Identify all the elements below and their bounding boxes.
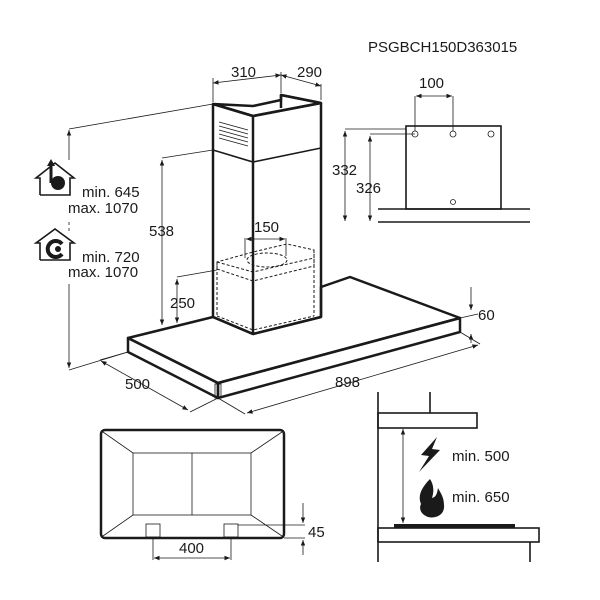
dim-hood-thickness: 60	[478, 307, 495, 324]
recirculation-max: max. 1070	[68, 264, 138, 281]
vent-grille	[218, 121, 249, 147]
house-recirculation-icon	[33, 228, 77, 261]
house-extraction-icon	[33, 159, 77, 196]
dim-filter-spacing: 400	[179, 540, 204, 557]
flame-icon	[419, 479, 445, 518]
model-code: PSGBCH150D363015	[368, 39, 517, 56]
dim-bracket-spacing: 100	[419, 75, 444, 92]
dim-chimney-depth: 290	[297, 64, 322, 81]
clearance-electric: min. 500	[452, 448, 510, 465]
extraction-max: max. 1070	[68, 200, 138, 217]
wall-bracket-view	[342, 93, 530, 223]
hood-perspective-view	[126, 93, 462, 400]
lightning-icon	[419, 437, 440, 472]
dim-hood-depth: 500	[125, 376, 150, 393]
dim-outlet: 150	[254, 219, 279, 236]
hood-bottom-view	[99, 428, 306, 561]
extraction-min: min. 645	[82, 184, 140, 201]
dim-chimney-width: 310	[231, 64, 256, 81]
dim-bracket-outer: 332	[332, 162, 357, 179]
clearance-side-view	[377, 392, 540, 562]
keyhole-icons	[411, 130, 495, 205]
dim-lower-chimney: 250	[170, 295, 195, 312]
clearance-gas: min. 650	[452, 489, 510, 506]
dim-upper-chimney: 538	[149, 223, 174, 240]
recirculation-min: min. 720	[82, 249, 140, 266]
dim-bracket-inner: 326	[356, 180, 381, 197]
canopy-top	[126, 275, 462, 385]
motor-box-outline	[216, 243, 315, 331]
dim-hood-width: 898	[335, 374, 360, 391]
dim-filter-offset: 45	[308, 524, 325, 541]
dimension-lines	[66, 72, 481, 415]
